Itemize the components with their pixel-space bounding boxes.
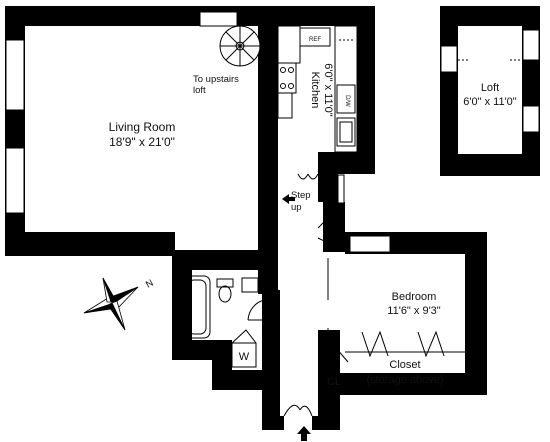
washer-closet: [231, 329, 257, 368]
closet-note: (storage above): [366, 374, 443, 386]
fridge-label: REF: [309, 37, 321, 43]
small-closet-label: CL: [327, 376, 341, 388]
entry-door: [283, 404, 313, 417]
bedroom: Bedroom 11'6" x 9'3": [387, 291, 440, 317]
step-up-arrow-icon: [282, 194, 295, 204]
entry-arrow-icon: [297, 426, 311, 441]
small-closet: [321, 347, 349, 363]
step-up-line1: Step: [291, 190, 311, 201]
loft-name: Loft: [481, 82, 499, 94]
loft-size: 6'0" x 11'0": [463, 96, 516, 108]
hall-doors: [297, 173, 331, 300]
windows: [5, 11, 391, 253]
living-room-name: Living Room: [109, 120, 176, 134]
living-room-size: 18'9" x 21'0": [109, 135, 175, 149]
bathroom: [183, 275, 259, 339]
loft-windows: [440, 29, 540, 133]
compass-rose-icon: [83, 277, 139, 331]
kitchen-size: 6'0" x 11'0": [322, 63, 334, 116]
washer-label: W: [239, 351, 250, 363]
dishwasher-label: D/W: [344, 95, 350, 107]
kitchen: [277, 25, 358, 153]
living-room: Living Room 18'9" x 21'0": [109, 120, 176, 149]
stair-note-line2: loft: [193, 85, 206, 96]
bath-door: [247, 299, 265, 321]
spiral-staircase: [219, 25, 261, 67]
closet-bifold-doors: [345, 330, 465, 358]
kitchen-name: Kitchen: [309, 72, 321, 109]
stair-note-line1: To upstairs: [193, 74, 239, 85]
closet-name: Closet: [389, 359, 420, 371]
bedroom-name: Bedroom: [392, 291, 437, 303]
step-up-line2: up: [291, 202, 302, 213]
bedroom-size: 11'6" x 9'3": [387, 305, 440, 317]
compass-north-label: N: [144, 278, 156, 291]
